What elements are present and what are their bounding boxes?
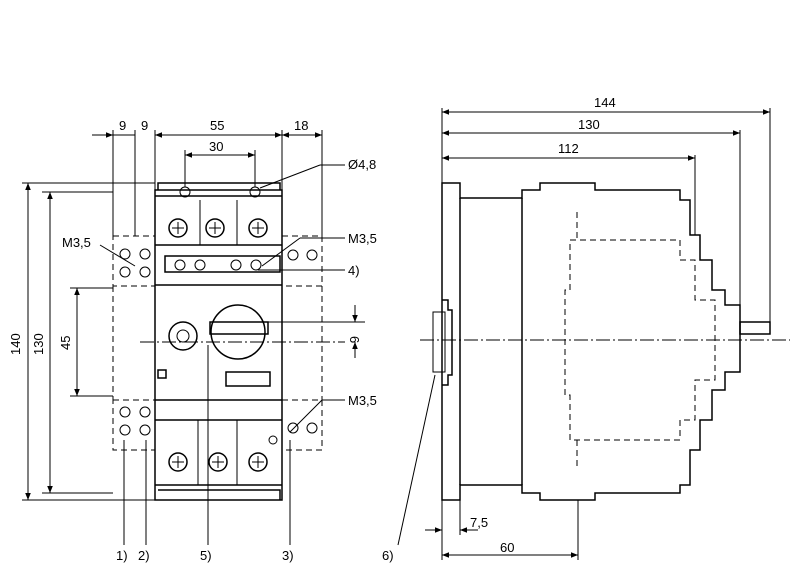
callout-1: 1) — [116, 548, 128, 563]
label-m35-right-top: M3,5 — [348, 231, 377, 246]
label-callout-4: 4) — [348, 263, 360, 278]
label-m35-right-bottom: M3,5 — [348, 393, 377, 408]
handle-shaft — [739, 321, 771, 335]
dim-6: 6 — [347, 336, 362, 343]
dim-hole-diameter: Ø4,8 — [348, 157, 376, 172]
dim-45: 45 — [58, 336, 73, 350]
callout-6: 6) — [382, 548, 394, 563]
front-view: 9 9 55 18 30 Ø4,8 M3,5 M3,5 4) M3,5 140 … — [8, 118, 377, 563]
dim-60: 60 — [500, 540, 514, 555]
front-body-outline — [154, 189, 283, 501]
rating-plate — [225, 371, 271, 387]
aux-block-right — [281, 235, 323, 287]
din-rail — [442, 299, 453, 386]
rotary-handle — [210, 304, 266, 360]
callout-5: 5) — [200, 548, 212, 563]
side-base-outline — [441, 182, 741, 501]
top-terminal-block — [155, 182, 282, 246]
setting-dial — [168, 321, 198, 351]
dim-7-5: 7,5 — [470, 515, 488, 530]
dim-30: 30 — [209, 139, 223, 154]
top-screws — [168, 218, 268, 238]
dim-140: 140 — [8, 333, 23, 355]
dim-55: 55 — [210, 118, 224, 133]
dim-130-side: 130 — [578, 117, 600, 132]
side-view: 144 130 112 7,5 60 6) — [382, 95, 790, 563]
dim-18: 18 — [294, 118, 308, 133]
callout-2: 2) — [138, 548, 150, 563]
dim-112: 112 — [558, 141, 579, 156]
label-m35-left: M3,5 — [62, 235, 91, 250]
aux-block-left — [112, 235, 156, 287]
dim-144: 144 — [594, 95, 616, 110]
callout-3: 3) — [282, 548, 294, 563]
bottom-screws — [168, 452, 268, 472]
dim-9-a: 9 — [119, 118, 126, 133]
aux-contact-row — [174, 259, 262, 271]
handle-bar — [209, 321, 269, 335]
dim-130-front: 130 — [31, 333, 46, 355]
side-dashed-aux — [564, 239, 716, 441]
dim-9-b: 9 — [141, 118, 148, 133]
